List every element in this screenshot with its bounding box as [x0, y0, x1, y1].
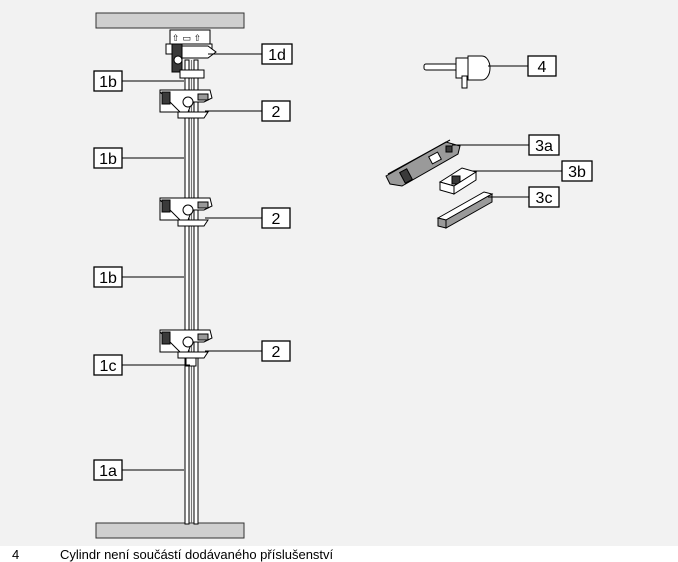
lock-upper	[159, 89, 213, 119]
svg-text:4: 4	[538, 59, 547, 76]
cover-part-a	[385, 139, 461, 187]
lock-lower	[159, 329, 213, 367]
label-4: 4	[527, 55, 557, 77]
top-rod-fitting: ⇧ ▭ ⇧	[165, 29, 217, 79]
svg-text:3b: 3b	[568, 164, 586, 181]
diagram-canvas: ⇧ ▭ ⇧	[0, 0, 678, 546]
svg-text:2: 2	[272, 344, 281, 361]
label-1c: 1c	[93, 354, 123, 376]
footnote: 4 Cylindr není součástí dodávaného příslu…	[12, 547, 333, 562]
vertical-rod	[184, 59, 199, 525]
label-1b-upper: 1b	[93, 70, 123, 92]
svg-text:2: 2	[272, 211, 281, 228]
cover-part-c	[436, 191, 494, 229]
svg-text:1c: 1c	[100, 358, 117, 375]
label-1b-lower: 1b	[93, 266, 123, 288]
bottom-frame-bar	[95, 522, 245, 539]
label-1b-middle: 1b	[93, 147, 123, 169]
assembly-diagram: ⇧ ▭ ⇧	[93, 12, 593, 539]
svg-text:1b: 1b	[99, 74, 117, 91]
label-1d: 1d	[261, 43, 293, 65]
cover-part-b	[438, 167, 478, 195]
label-2-lower: 2	[261, 340, 291, 362]
lock-middle	[159, 197, 213, 227]
svg-text:⇧ ▭ ⇧: ⇧ ▭ ⇧	[172, 34, 201, 44]
label-1a: 1a	[93, 459, 123, 481]
label-3a: 3a	[528, 134, 560, 156]
svg-text:1b: 1b	[99, 151, 117, 168]
svg-text:3a: 3a	[535, 138, 553, 155]
svg-text:2: 2	[272, 104, 281, 121]
footnote-text: Cylindr není součástí dodávaného přísluš…	[60, 547, 334, 562]
top-frame-bar	[95, 12, 245, 29]
label-3b: 3b	[561, 160, 593, 182]
svg-text:3c: 3c	[536, 190, 553, 207]
footnote-number: 4	[12, 547, 20, 562]
label-2-upper: 2	[261, 100, 291, 122]
svg-text:1a: 1a	[99, 463, 117, 480]
svg-text:1d: 1d	[268, 47, 286, 64]
svg-text:1b: 1b	[99, 270, 117, 287]
cylinder-part	[423, 55, 491, 89]
label-2-middle: 2	[261, 207, 291, 229]
label-3c: 3c	[528, 186, 560, 208]
